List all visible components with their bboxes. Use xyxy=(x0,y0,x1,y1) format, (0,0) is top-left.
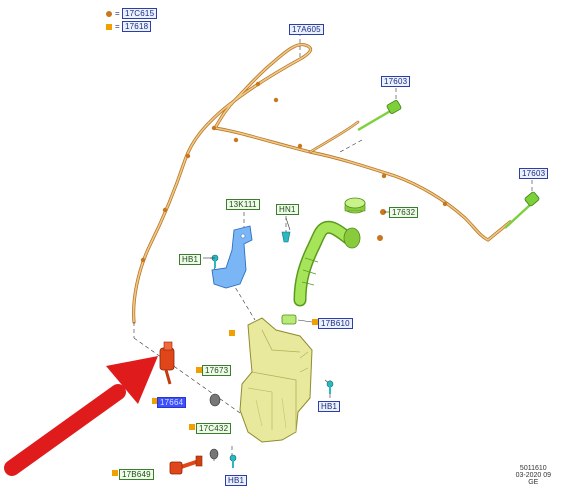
top-nozzle xyxy=(357,100,402,132)
label-17a605: 17A605 xyxy=(289,24,324,35)
legend-code-17c615: 17C615 xyxy=(122,8,158,19)
label-17603-right: 17603 xyxy=(519,168,549,179)
label-17b610: 17B610 xyxy=(318,318,353,329)
legend-dot-icon xyxy=(106,11,112,17)
document-stamp: 5011610 03-2020 09 GE xyxy=(516,465,551,486)
label-17603-top: 17603 xyxy=(381,76,411,87)
label-17b649: 17B649 xyxy=(119,469,154,480)
label-17664: 17664 xyxy=(157,397,187,408)
label-hb1-bottom: HB1 xyxy=(225,475,248,486)
label-17c432: 17C432 xyxy=(196,423,232,434)
filler-neck xyxy=(293,220,361,307)
label-hn1: HN1 xyxy=(276,204,299,215)
legend-eq-1: = xyxy=(115,9,120,18)
bolt-hb1-bottom xyxy=(229,454,237,468)
neck-seal xyxy=(281,314,297,325)
legend-square-icon xyxy=(106,24,112,30)
bolt-hb1-right xyxy=(326,380,334,394)
washer-reservoir xyxy=(239,317,313,443)
sensor-grommet xyxy=(209,448,219,460)
level-sensor xyxy=(169,455,203,475)
red-pointer-arrow xyxy=(4,356,158,476)
legend-eq-2: = xyxy=(115,22,120,31)
label-13k111: 13K111 xyxy=(226,199,260,210)
pump-grommet xyxy=(209,393,221,407)
washer-pump xyxy=(159,341,175,385)
label-markers xyxy=(112,209,389,476)
bolt-hb1-left xyxy=(211,254,219,268)
washer-hose xyxy=(132,42,512,324)
legend-code-17618: 17618 xyxy=(122,21,152,32)
reservoir-bracket xyxy=(211,225,253,289)
filler-cap xyxy=(344,197,366,214)
label-hb1-right: HB1 xyxy=(318,401,341,412)
label-17632: 17632 xyxy=(389,207,419,218)
stamp-line-2: 03-2020 09 xyxy=(515,472,551,479)
label-17673: 17673 xyxy=(202,365,232,376)
right-nozzle xyxy=(504,191,540,229)
clip-hn1 xyxy=(281,231,291,243)
leader-lines xyxy=(133,25,533,462)
label-hb1-left: HB1 xyxy=(179,254,202,265)
stamp-line-1: 5011610 xyxy=(519,465,547,472)
stamp-line-3: GE xyxy=(528,479,539,486)
